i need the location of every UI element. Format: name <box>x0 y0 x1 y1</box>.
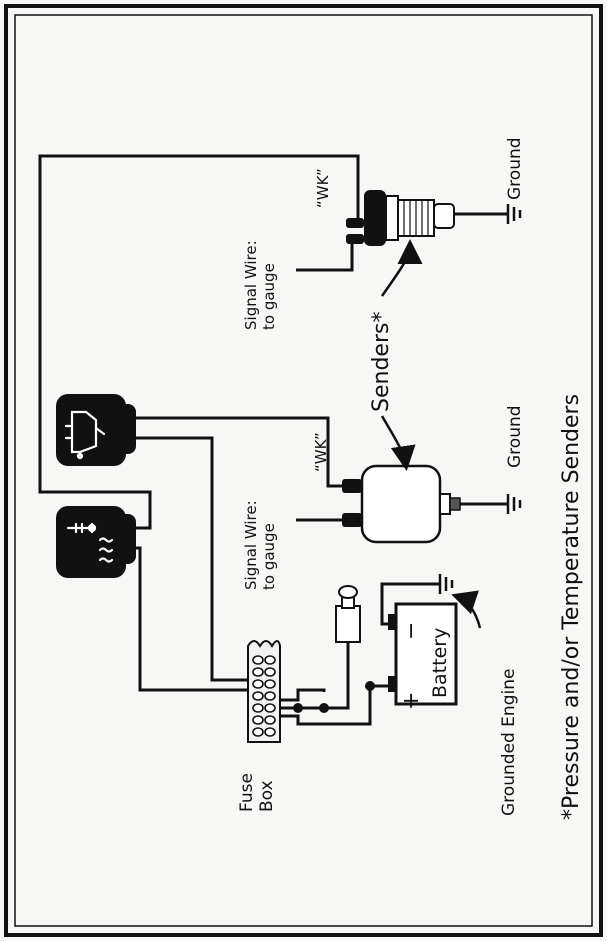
oil-pressure-gauge <box>56 394 136 466</box>
fuse-box-label-line1: Fuse <box>237 773 257 812</box>
temp-gauge-body <box>56 506 126 578</box>
lower-sender-tip <box>449 497 461 511</box>
senders-label: Senders* <box>369 312 394 412</box>
oil-gauge-body <box>56 394 126 466</box>
top-sender-probe <box>433 203 455 229</box>
wire-fuse-bus <box>276 688 326 702</box>
signal-wire-lower-label-line1: Signal Wire: <box>242 500 260 590</box>
junction-dot <box>319 703 329 713</box>
wire-temp-gauge-to-fuse <box>128 546 248 692</box>
wk-lower-label: “WK” <box>312 432 330 472</box>
lower-sender-terminal-signal <box>342 513 362 527</box>
wk-top-label: “WK” <box>314 168 332 208</box>
ground-symbol-top-sender <box>506 204 522 224</box>
inner-frame <box>14 14 593 927</box>
junctions <box>293 681 375 713</box>
junction-dot <box>365 681 375 691</box>
top-sender-terminal-wk <box>346 218 364 228</box>
signal-wire-lower-label-line2: to gauge <box>260 523 278 590</box>
oil-pressure-gauge-icon <box>64 410 106 460</box>
ground-top-label: Ground <box>505 137 525 200</box>
wire-top-sender-signal <box>296 238 354 272</box>
lower-sender-terminal-wk <box>342 479 362 493</box>
battery-body <box>394 602 458 706</box>
grounded-engine-arrow <box>451 590 482 629</box>
battery-minus-label: − <box>399 622 424 640</box>
footnote-label: *Pressure and/or Temperature Senders <box>559 394 584 820</box>
junction-dot <box>293 703 303 713</box>
battery-positive-terminal <box>388 676 396 692</box>
ground-symbol-engine <box>438 574 454 594</box>
lower-sender-body <box>360 464 442 544</box>
fuse-box <box>247 640 281 743</box>
signal-wire-top-label-line2: to gauge <box>260 263 278 330</box>
top-sender-hex <box>385 195 399 241</box>
wire-oil-gauge-to-lower-sender <box>128 416 344 488</box>
wire-oil-gauge-to-fuse <box>128 436 248 682</box>
outer-frame <box>4 4 603 937</box>
top-sender-terminal-signal <box>346 234 364 244</box>
arrows <box>380 239 482 629</box>
ground-symbol-lower-sender <box>506 494 522 514</box>
ignition-switch <box>335 585 361 643</box>
top-sender-cap <box>364 190 386 246</box>
grounded-engine-label: Grounded Engine <box>499 669 519 816</box>
wire-fuse-to-switch <box>276 640 350 710</box>
senders-arrow-to-lower-sender <box>380 415 416 471</box>
fuse-box-label-line2: Box <box>257 780 277 812</box>
wire-top-sender-to-temp-gauge <box>38 154 360 530</box>
top-sender <box>346 190 455 246</box>
temperature-gauge-icon <box>66 522 114 563</box>
temperature-gauge <box>56 506 136 578</box>
battery-label: Battery <box>429 628 451 698</box>
battery <box>388 602 458 706</box>
senders-arrow-to-top-sender <box>380 239 423 297</box>
battery-plus-label: + <box>399 692 424 710</box>
lower-sender-stem <box>439 493 451 515</box>
signal-wire-top-label-line1: Signal Wire: <box>242 240 260 330</box>
ground-lower-label: Ground <box>505 405 525 468</box>
battery-negative-terminal <box>388 614 396 630</box>
lower-sender <box>342 464 461 544</box>
